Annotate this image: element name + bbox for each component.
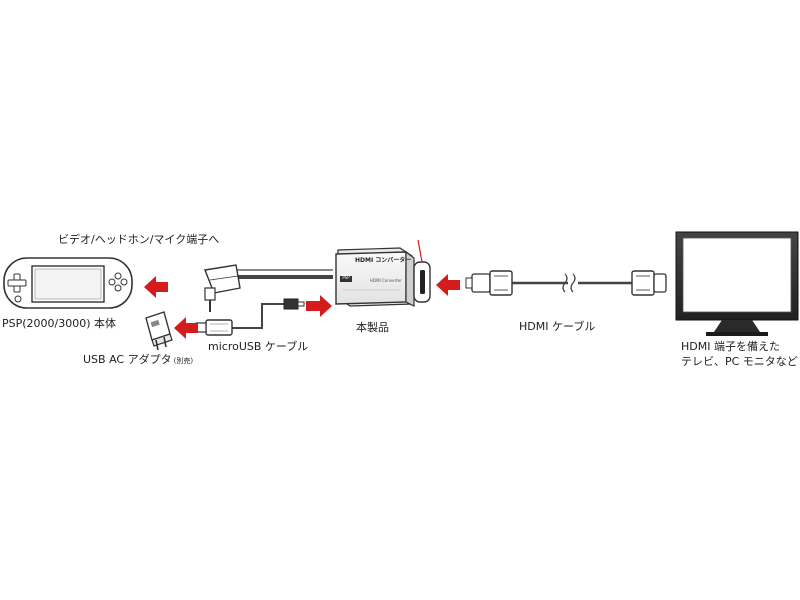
converter-title: HDMI コンバーター bbox=[355, 257, 412, 264]
usb-adapter-label-text: USB AC アダプタ bbox=[83, 353, 172, 366]
product-label: 本製品 bbox=[356, 321, 389, 334]
arrow-to-converter-icon bbox=[306, 295, 332, 317]
usb-adapter-label: USB AC アダプタ(別売) bbox=[83, 354, 193, 365]
tv-label-line1: HDMI 端子を備えた bbox=[681, 340, 780, 353]
hdmi-cable-label: HDMI ケーブル bbox=[519, 320, 596, 333]
psp-face-buttons-icon bbox=[108, 272, 128, 292]
hdmi-converter-icon bbox=[335, 239, 431, 307]
arrows-group bbox=[144, 274, 460, 339]
arrow-to-psp-icon bbox=[144, 276, 168, 298]
converter-subtitle: HDMI Converter bbox=[370, 278, 402, 283]
tv-label-line2: テレビ、PC モニタなど bbox=[681, 355, 798, 368]
video-port-label: ビデオ/ヘッドホン/マイク端子へ bbox=[58, 233, 220, 246]
microusb-cable-icon bbox=[195, 298, 305, 336]
converter-badge: PSP bbox=[342, 275, 350, 280]
tv-monitor-icon bbox=[675, 231, 799, 336]
psp-console-icon bbox=[3, 257, 133, 309]
psp-label: PSP(2000/3000) 本体 bbox=[2, 317, 117, 330]
arrow-to-hdmi-port-icon bbox=[436, 274, 460, 296]
microusb-cable-label: microUSB ケーブル bbox=[208, 340, 309, 353]
psp-dpad-icon bbox=[7, 273, 27, 293]
usb-ac-adapter-icon bbox=[145, 311, 173, 351]
av-cable-icon bbox=[204, 264, 333, 312]
arrow-to-adapter-icon bbox=[174, 317, 198, 339]
hdmi-cable-icon bbox=[465, 270, 667, 296]
usb-adapter-note: (別売) bbox=[173, 357, 194, 365]
